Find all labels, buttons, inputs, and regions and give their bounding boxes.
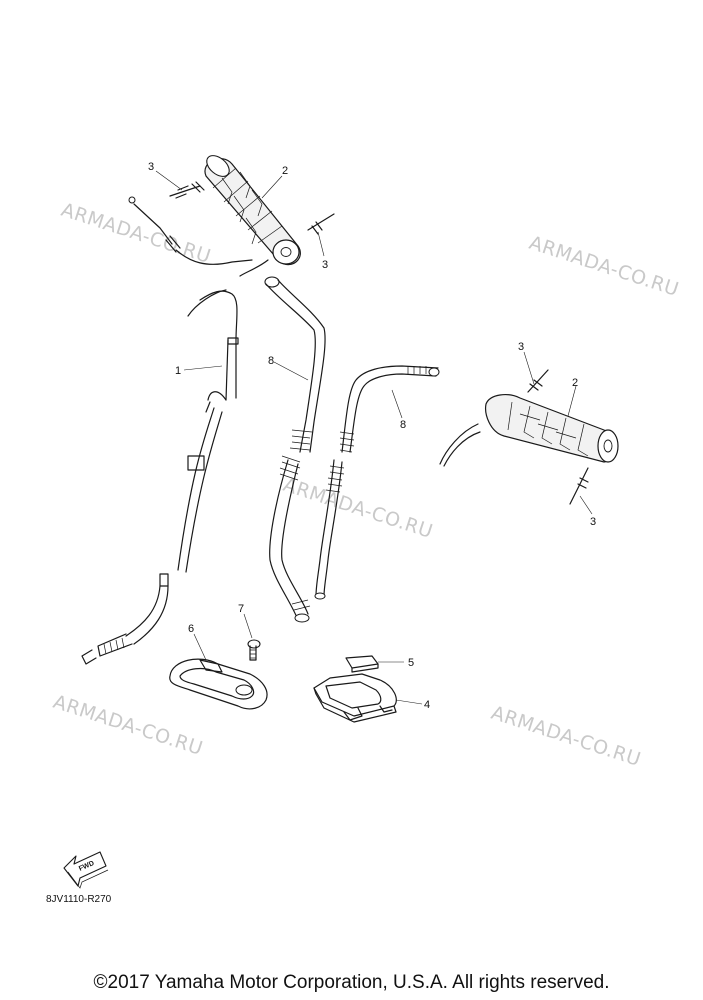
diagram-reference: 8JV1110-R270 xyxy=(46,894,112,905)
grip-right xyxy=(439,394,619,467)
screw-right-upper xyxy=(527,369,549,393)
callout-6: 6 xyxy=(188,623,194,635)
callout-1: 1 xyxy=(175,365,181,377)
callout-5: 5 xyxy=(408,657,414,669)
grip-upper xyxy=(204,155,301,277)
screw-right-lower xyxy=(569,467,589,505)
watermark-text: ARMADA-CO.RU xyxy=(488,702,643,771)
leader-lines xyxy=(155,170,593,705)
callout-3: 3 xyxy=(590,516,596,528)
callout-labels: 3 2 3 1 8 8 3 2 3 7 6 5 4 xyxy=(148,161,596,711)
grip-upper-ribs xyxy=(212,167,283,245)
watermark-text: ARMADA-CO.RU xyxy=(50,691,205,760)
watermark-text: ARMADA-CO.RU xyxy=(280,474,435,543)
callout-3: 3 xyxy=(518,341,524,353)
callout-8: 8 xyxy=(400,419,406,431)
callout-3: 3 xyxy=(322,259,328,271)
screw-upper-right xyxy=(307,213,335,235)
hose-left xyxy=(264,276,326,623)
callout-2: 2 xyxy=(572,377,578,389)
grip-right-ribs xyxy=(507,401,589,457)
watermark-text: ARMADA-CO.RU xyxy=(58,199,213,268)
throttle-cable xyxy=(81,196,253,665)
watermark-text: ARMADA-CO.RU xyxy=(526,232,681,301)
grip-guard xyxy=(169,658,268,710)
bracket xyxy=(313,673,397,723)
callout-2: 2 xyxy=(282,165,288,177)
callout-4: 4 xyxy=(424,699,430,711)
fwd-arrow-icon: FWD xyxy=(63,851,109,889)
hose-right xyxy=(314,365,440,600)
screw-upper-left xyxy=(169,181,205,199)
bolt xyxy=(247,639,261,661)
pad xyxy=(345,655,379,673)
callout-3: 3 xyxy=(148,161,154,173)
copyright-notice: ©2017 Yamaha Motor Corporation, U.S.A. A… xyxy=(93,972,610,993)
callout-8: 8 xyxy=(268,355,274,367)
callout-7: 7 xyxy=(238,603,244,615)
